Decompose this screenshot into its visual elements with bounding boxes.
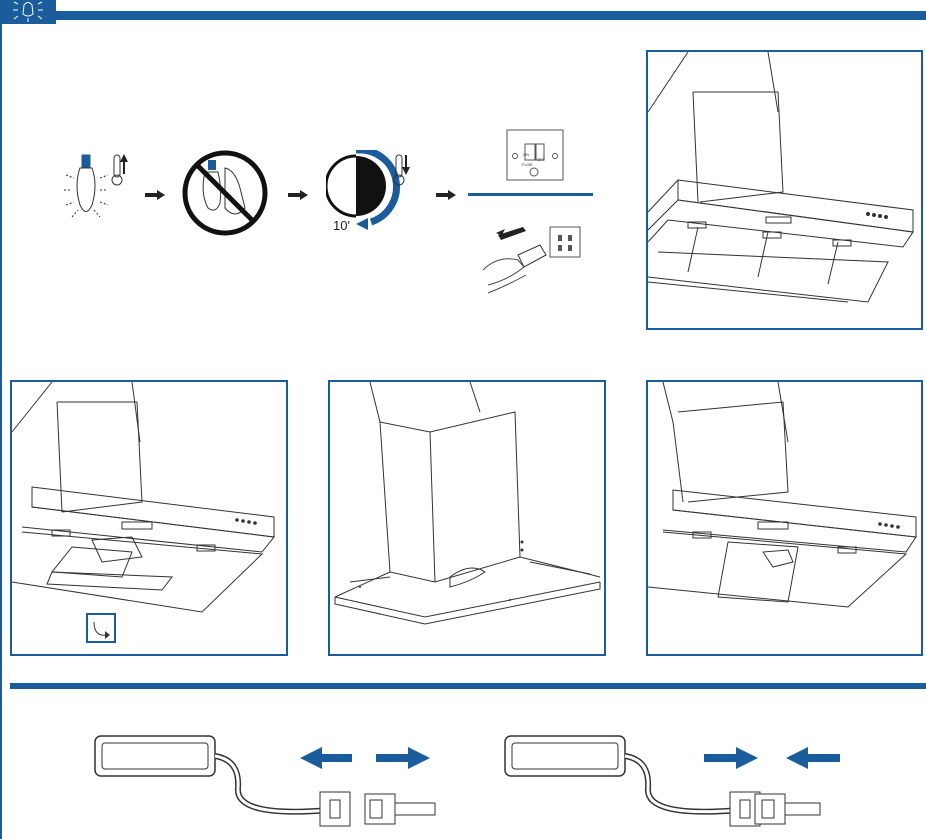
- arrow-right-icon: [288, 190, 308, 200]
- unplug-icon: [482, 226, 581, 294]
- timer-label: 10': [333, 218, 350, 233]
- connector-disconnect-diagram: [94, 735, 436, 827]
- arrow-left-icon: [786, 747, 840, 769]
- switch-fuse-label: FUSE: [522, 162, 533, 167]
- connector-icon: [94, 735, 436, 827]
- arrow-right-icon: [436, 190, 456, 200]
- connector-connect-diagram: [504, 735, 840, 827]
- range-hood-icon: [334, 382, 601, 625]
- step-divider: [468, 193, 593, 196]
- panel-hood-side-view: [328, 380, 606, 656]
- header-rule: [56, 11, 926, 20]
- rotate-hint-icon: [86, 613, 116, 643]
- switch-on-label: ON: [523, 152, 529, 157]
- panel-hood-overview: [646, 50, 923, 330]
- lamp-icon: [13, 1, 43, 22]
- section-rule: [10, 683, 926, 689]
- connector-icon: [504, 735, 821, 827]
- range-hood-icon: [648, 52, 914, 303]
- range-hood-icon: [12, 382, 275, 643]
- hot-bulb-icon: [64, 154, 128, 218]
- header-left-border: [0, 0, 2, 839]
- thermometer-up-icon: [111, 154, 128, 186]
- arrow-right-icon: [704, 747, 758, 769]
- panel-hood-replace-lamp: [646, 380, 923, 656]
- arrow-left-icon: [300, 747, 352, 769]
- arrow-right-icon: [145, 190, 165, 200]
- switch-off-label: OFF: [537, 157, 545, 162]
- wall-switch-icon: [506, 129, 564, 181]
- header-icon-box: [0, 0, 56, 24]
- thermometer-down-icon: [393, 154, 410, 186]
- range-hood-icon: [648, 382, 917, 608]
- cooldown-timer-icon: [326, 150, 410, 230]
- arrow-right-icon: [376, 747, 430, 769]
- panel-hood-remove-lamp-cover: [10, 380, 288, 656]
- do-not-touch-icon: [182, 150, 268, 236]
